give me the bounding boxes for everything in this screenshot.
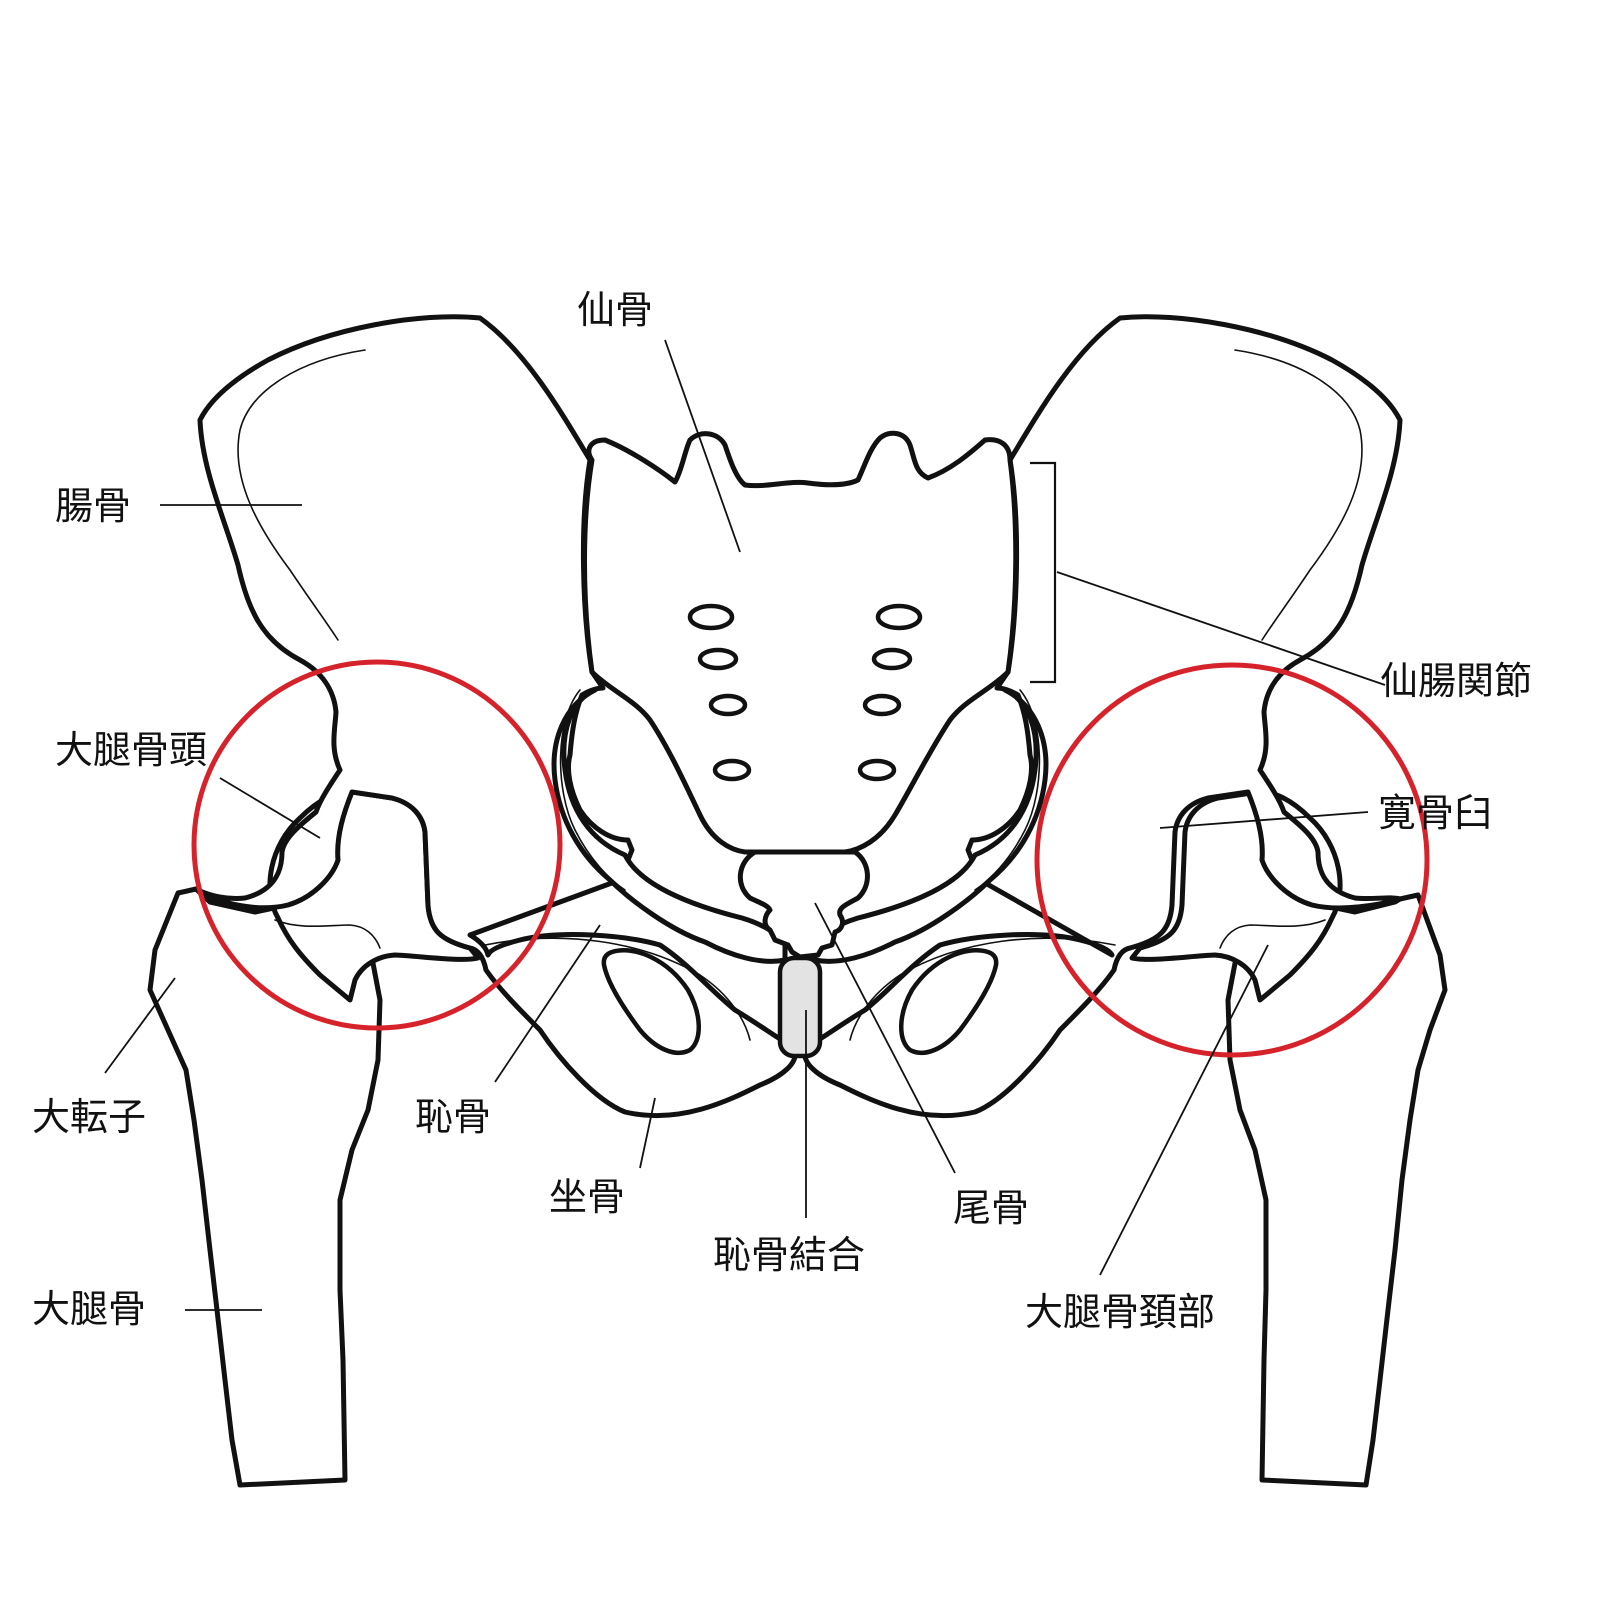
right-pubic-ramus-line bbox=[849, 937, 1116, 1041]
label-sacrum: 仙骨 bbox=[577, 288, 653, 332]
sacral-foramen-l3 bbox=[708, 693, 748, 717]
label-pubic-symphysis: 恥骨結合 bbox=[713, 1233, 865, 1277]
sacral-foramen-l4 bbox=[712, 758, 752, 782]
label-femoral-head: 大腿骨頭 bbox=[55, 728, 207, 772]
right-hip-highlight-circle bbox=[1034, 662, 1430, 1058]
pubis-leader bbox=[494, 924, 601, 1083]
label-ilium: 腸骨 bbox=[55, 484, 131, 528]
left-iliac-inner-line bbox=[237, 349, 366, 641]
ischium-leader bbox=[639, 1097, 656, 1169]
pubic-symphysis bbox=[777, 955, 823, 1059]
coccyx-leader bbox=[814, 902, 956, 1174]
left-obturator-foramen bbox=[601, 948, 701, 1056]
left-hip-bone bbox=[193, 314, 798, 1119]
right-femur-neck-line bbox=[1219, 919, 1326, 949]
label-ischium: 坐骨 bbox=[549, 1175, 625, 1219]
sacral-foramen-l2 bbox=[697, 647, 739, 671]
coccyx bbox=[738, 849, 870, 960]
left-pelvic-inlet-line bbox=[559, 689, 626, 891]
sacral-foramen-r3 bbox=[862, 693, 902, 717]
label-sacroiliac-joint: 仙腸関節 bbox=[1380, 659, 1532, 703]
right-iliac-inner-line bbox=[1234, 349, 1363, 641]
label-greater-trochanter: 大転子 bbox=[32, 1095, 146, 1139]
left-femur-neck-line bbox=[274, 919, 381, 949]
sacral-foramen-r4 bbox=[857, 758, 897, 782]
sacroiliac-bracket bbox=[1030, 461, 1057, 684]
right-obturator-foramen bbox=[899, 948, 999, 1056]
sacroiliac-leader bbox=[1056, 571, 1386, 686]
label-pubis: 恥骨 bbox=[415, 1095, 491, 1139]
sacrum-leader bbox=[664, 339, 741, 553]
left-pubic-ramus-line bbox=[484, 937, 751, 1041]
femoral-neck-leader bbox=[1099, 944, 1269, 1276]
greater-trochanter-leader bbox=[104, 977, 176, 1074]
sacral-foramen-r1 bbox=[875, 603, 923, 631]
left-hip-highlight-circle bbox=[191, 659, 563, 1031]
femoral-head-leader bbox=[219, 777, 321, 839]
label-femur: 大腿骨 bbox=[32, 1287, 146, 1331]
sacral-foramen-r2 bbox=[871, 647, 913, 671]
label-acetabulum: 寛骨臼 bbox=[1378, 791, 1492, 835]
acetabulum-leader bbox=[1159, 811, 1369, 829]
sacral-foramen-l1 bbox=[687, 603, 735, 631]
label-femoral-neck: 大腿骨頚部 bbox=[1025, 1290, 1215, 1334]
right-pelvic-inlet-line bbox=[974, 689, 1041, 891]
label-coccyx: 尾骨 bbox=[953, 1186, 1029, 1230]
sacrum bbox=[582, 430, 1019, 855]
